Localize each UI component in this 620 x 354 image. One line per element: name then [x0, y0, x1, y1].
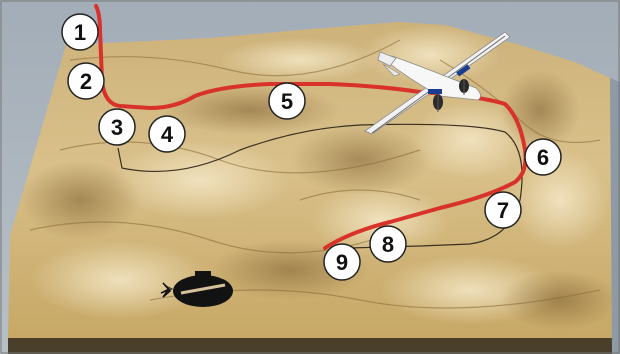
waypoint-label: 3 [111, 115, 123, 140]
waypoint-marker-5: 5 [268, 82, 306, 120]
waypoint-label: 8 [382, 232, 394, 257]
waypoint-marker-7: 7 [484, 191, 522, 229]
terrain-side-edge [610, 78, 620, 354]
waypoint-label: 5 [281, 89, 293, 114]
waypoint-marker-3: 3 [98, 108, 136, 146]
waypoint-label: 6 [537, 145, 549, 170]
waypoint-label: 4 [161, 122, 174, 147]
waypoint-marker-6: 6 [524, 138, 562, 176]
terrain-front-edge [8, 338, 612, 354]
waypoint-label: 7 [497, 198, 509, 223]
waypoint-marker-8: 8 [369, 225, 407, 263]
waypoint-label: 2 [80, 69, 92, 94]
waypoint-marker-2: 2 [67, 62, 105, 100]
aircraft-icon [364, 31, 511, 135]
waypoint-marker-1: 1 [61, 13, 99, 51]
waypoint-label: 9 [336, 250, 348, 275]
waypoint-marker-9: 9 [323, 243, 361, 281]
waypoint-marker-4: 4 [148, 115, 186, 153]
aircraft-shadow-icon [160, 271, 233, 307]
waypoint-label: 1 [74, 20, 86, 45]
